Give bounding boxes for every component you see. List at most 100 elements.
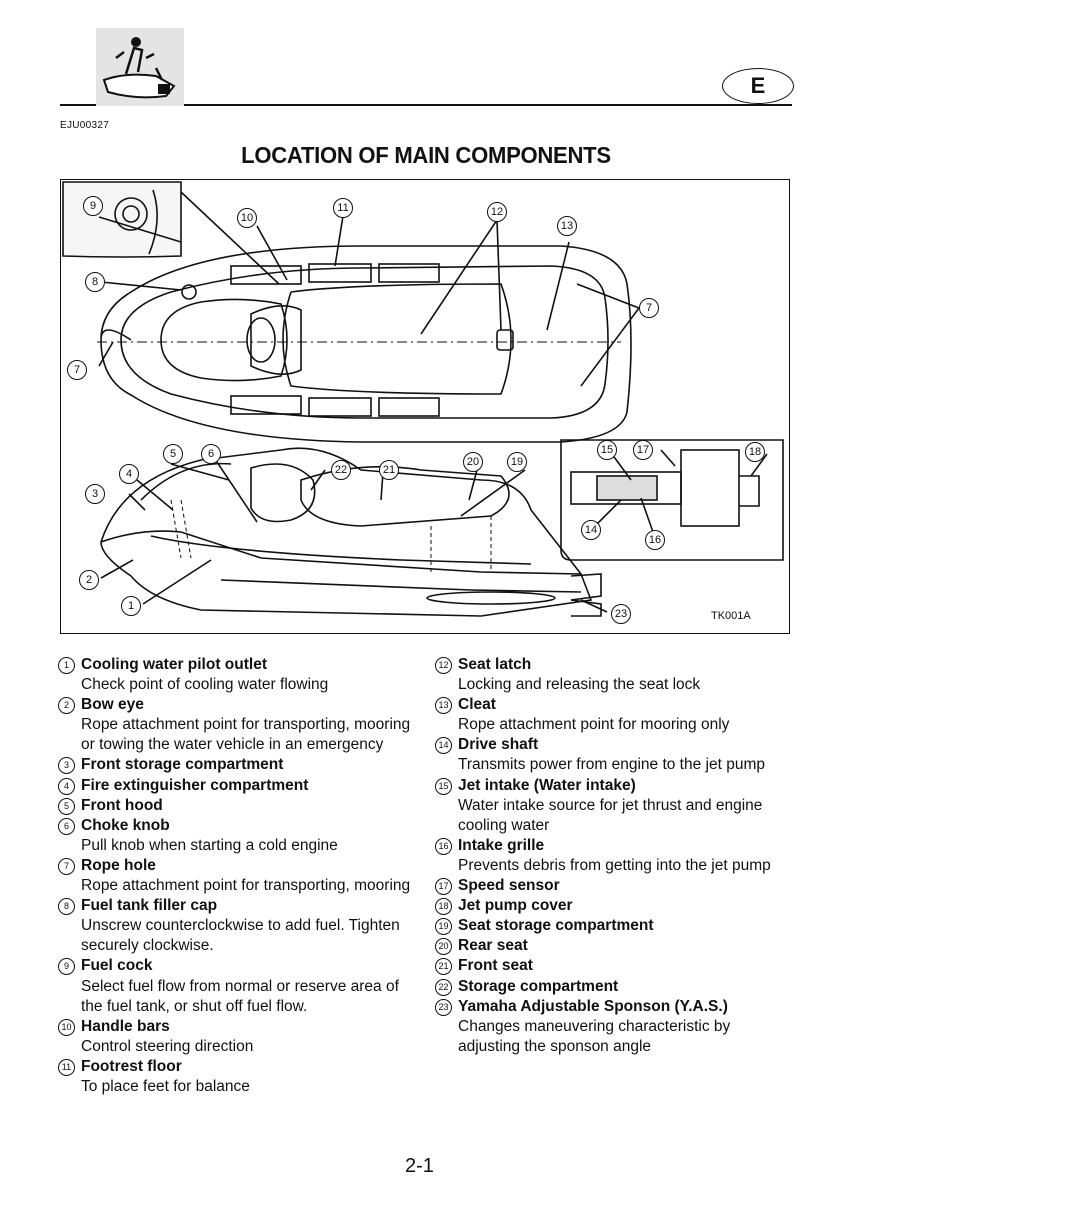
component-number: 8: [58, 898, 75, 916]
component-name: Front storage compartment: [81, 756, 284, 774]
callout-1: 1: [121, 596, 141, 616]
component-number: 5: [58, 797, 75, 815]
callout-20: 20: [463, 452, 483, 472]
component-item: 11 Footrest floor To place feet for balanc…: [58, 1057, 418, 1097]
document-code: EJU00327: [60, 120, 110, 131]
component-name: Bow eye: [81, 696, 144, 714]
callout-16: 16: [645, 530, 665, 550]
component-item: 18 Jet pump cover: [435, 896, 795, 916]
component-name: Fuel tank filler cap: [81, 897, 218, 915]
component-name: Rear seat: [458, 937, 528, 955]
callout-7-left: 7: [67, 360, 87, 380]
callout-19: 19: [507, 452, 527, 472]
callout-8: 8: [85, 272, 105, 292]
component-name: Cleat: [458, 696, 496, 714]
component-number: 22: [435, 978, 452, 996]
component-description: Locking and releasing the seat lock: [458, 676, 701, 694]
component-number: 2: [58, 697, 75, 715]
figure-code: TK001A: [711, 610, 751, 622]
component-description: Unscrew counterclockwise to add fuel. Ti…: [81, 917, 400, 955]
component-description: Rope attachment point for mooring only: [458, 716, 730, 734]
component-description: Check point of cooling water flowing: [81, 676, 329, 694]
component-item: 17 Speed sensor: [435, 876, 795, 896]
component-description: Changes maneuvering characteristic by ad…: [458, 1017, 731, 1055]
component-name: Yamaha Adjustable Sponson (Y.A.S.): [458, 997, 728, 1015]
component-number: 20: [435, 938, 452, 956]
component-name: Footrest floor: [81, 1057, 182, 1075]
page-number: 2-1: [405, 1155, 434, 1177]
component-number: 14: [435, 737, 452, 755]
component-number: 13: [435, 697, 452, 715]
component-name: Jet intake (Water intake): [458, 776, 636, 794]
component-name: Cooling water pilot outlet: [81, 656, 267, 673]
component-number: 1: [58, 657, 75, 674]
callout-9: 9: [83, 196, 103, 216]
component-name: Intake grille: [458, 836, 545, 854]
component-description: Pull knob when starting a cold engine: [81, 836, 338, 854]
header-rule-left: [60, 104, 96, 106]
callout-12: 12: [487, 202, 507, 222]
callout-18: 18: [745, 442, 765, 462]
callout-13: 13: [557, 216, 577, 236]
component-name: Drive shaft: [458, 736, 539, 754]
component-number: 11: [58, 1058, 75, 1076]
watercraft-rider-icon: [96, 28, 184, 106]
component-name: Jet pump cover: [458, 897, 573, 915]
component-number: 15: [435, 777, 452, 795]
component-item: 20 Rear seat: [435, 936, 795, 956]
component-number: 3: [58, 757, 75, 775]
component-description: Rope attachment point for transporting, …: [81, 716, 411, 754]
component-number: 10: [58, 1018, 75, 1036]
page-title: LOCATION OF MAIN COMPONENTS: [241, 142, 611, 168]
callout-22: 22: [331, 460, 351, 480]
component-name: Fire extinguisher compartment: [81, 776, 309, 794]
component-number: 12: [435, 657, 452, 674]
component-name: Front seat: [458, 957, 533, 975]
component-number: 6: [58, 817, 75, 835]
component-item: 3 Front storage compartment: [58, 755, 418, 775]
component-description: Select fuel flow from normal or reserve …: [81, 977, 399, 1015]
component-name: Rope hole: [81, 856, 156, 874]
component-number: 17: [435, 878, 452, 896]
component-number: 7: [58, 857, 75, 875]
callout-10: 10: [237, 208, 257, 228]
component-name: Speed sensor: [458, 877, 560, 895]
component-description: Prevents debris from getting into the je…: [458, 856, 771, 874]
component-name: Handle bars: [81, 1017, 170, 1035]
callout-2: 2: [79, 570, 99, 590]
component-number: 4: [58, 777, 75, 795]
language-badge: E: [722, 68, 794, 104]
component-name: Storage compartment: [458, 977, 619, 995]
callout-7-right: 7: [639, 298, 659, 318]
component-item: 4 Fire extinguisher compartment: [58, 776, 418, 796]
component-description: Rope attachment point for transporting, …: [81, 877, 411, 895]
callout-14: 14: [581, 520, 601, 540]
component-item: 23 Yamaha Adjustable Sponson (Y.A.S.) Chan…: [435, 997, 795, 1057]
component-name: Front hood: [81, 796, 163, 814]
callout-5: 5: [163, 444, 183, 464]
callout-3: 3: [85, 484, 105, 504]
component-item: 5 Front hood: [58, 796, 418, 816]
component-name: Seat storage compartment: [458, 917, 654, 935]
callout-23: 23: [611, 604, 631, 624]
component-description: To place feet for balance: [81, 1077, 250, 1095]
component-number: 23: [435, 998, 452, 1016]
callout-21: 21: [379, 460, 399, 480]
component-number: 21: [435, 958, 452, 976]
component-number: 18: [435, 898, 452, 916]
callout-11: 11: [333, 198, 353, 218]
header-rule-right: [184, 104, 792, 106]
callout-17: 17: [633, 440, 653, 460]
component-item: 22 Storage compartment: [435, 977, 795, 997]
